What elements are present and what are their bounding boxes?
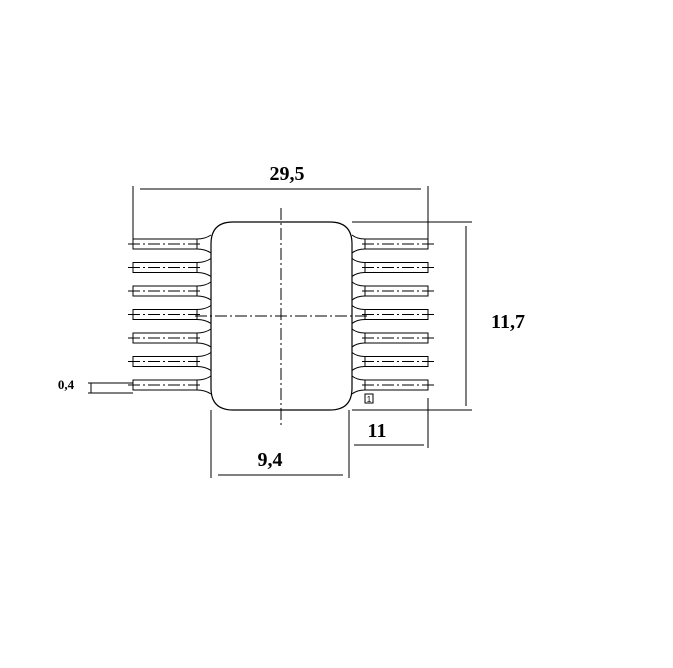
lead-left-1 (128, 234, 212, 254)
overall-width-dimension: 29,5 (132, 163, 429, 245)
body-height-label: 11,7 (491, 311, 525, 333)
overall-width-label: 29,5 (270, 163, 305, 185)
lead-right-7 (351, 375, 434, 395)
lead-right-6 (351, 352, 434, 371)
body-height-dimension: 11,7 (352, 221, 525, 411)
lead-left-5 (128, 328, 212, 348)
lead-right-3 (351, 281, 434, 301)
pin-1-marker: 1 (364, 393, 374, 404)
lead-left-7 (128, 375, 212, 395)
lead-left-2 (128, 258, 212, 277)
leads-group (128, 234, 434, 395)
lead-length-label: 11 (368, 420, 387, 442)
lead-thickness-dimension: 0,4 (58, 377, 133, 394)
lead-right-1 (351, 234, 434, 254)
body-width-label: 9,4 (258, 449, 283, 471)
lead-left-4 (128, 305, 212, 324)
lead-length-dimension: 11 (348, 398, 429, 448)
lead-left-3 (128, 281, 212, 301)
lead-thickness-label: 0,4 (58, 377, 75, 392)
lead-right-5 (351, 328, 434, 348)
lead-left-6 (128, 352, 212, 371)
lead-right-2 (351, 258, 434, 277)
pin-1-marker-label: 1 (367, 395, 372, 404)
lead-right-4 (351, 305, 434, 324)
body-width-dimension: 9,4 (210, 410, 350, 478)
